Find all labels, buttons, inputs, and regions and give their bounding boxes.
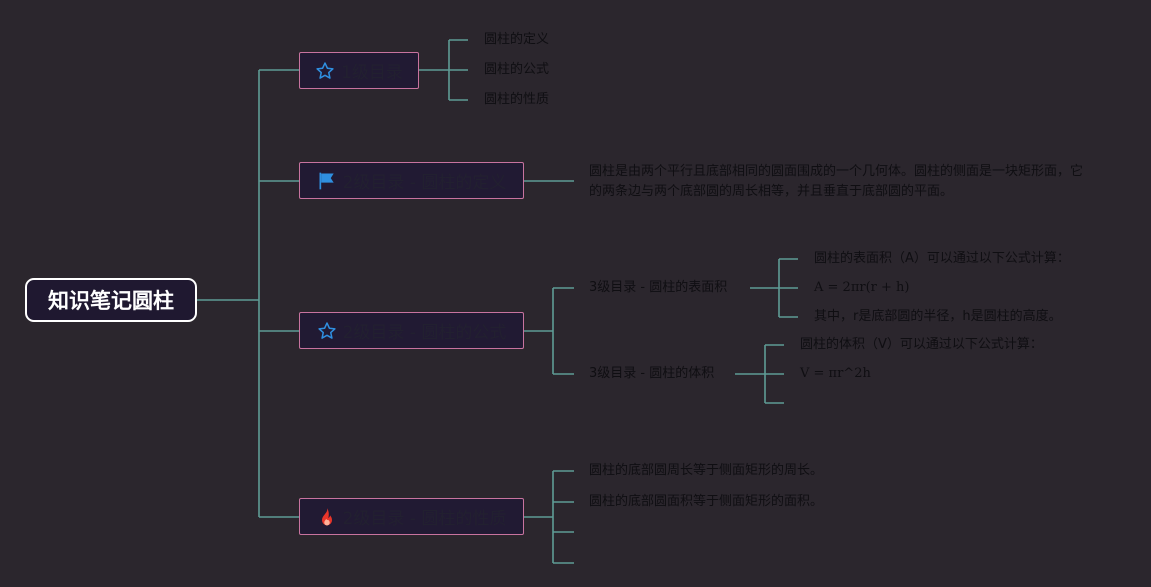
leaf-definition[interactable]: 圆柱的定义 [484, 32, 550, 47]
leaf-formula[interactable]: 圆柱的公式 [484, 62, 550, 77]
topic-label: 2级目录 - 圆柱的公式 [342, 323, 507, 343]
leaf-volume-intro[interactable]: 圆柱的体积（V）可以通过以下公式计算： [800, 337, 1043, 352]
leaf-surface-area-note[interactable]: 其中，r是底部圆的半径，h是圆柱的高度。 [814, 309, 1062, 324]
topic-level1[interactable]: 1级目录 [299, 52, 419, 89]
fire-icon [317, 507, 337, 527]
topic-label: 2级目录 - 圆柱的性质 [342, 509, 507, 529]
star-icon [317, 321, 337, 341]
definition-paragraph[interactable]: 圆柱是由两个平行且底部相同的圆面围成的一个几何体。圆柱的侧面是一块矩形面，它的两… [589, 164, 1084, 199]
topic-label: 1级目录 [341, 63, 403, 83]
leaf-property-area[interactable]: 圆柱的底部圆面积等于侧面矩形的面积。 [589, 494, 824, 509]
root-label: 知识笔记圆柱 [48, 289, 174, 313]
star-icon [315, 61, 335, 81]
topic-formula[interactable]: 2级目录 - 圆柱的公式 [299, 312, 524, 349]
subtopic-surface-area[interactable]: 3级目录 - 圆柱的表面积 [589, 280, 728, 295]
root-node[interactable]: 知识笔记圆柱 [25, 278, 197, 322]
leaf-property-perimeter[interactable]: 圆柱的底部圆周长等于侧面矩形的周长。 [589, 463, 824, 478]
leaf-properties[interactable]: 圆柱的性质 [484, 92, 550, 107]
topic-label: 2级目录 - 圆柱的定义 [342, 173, 507, 193]
leaf-volume-formula[interactable]: V = πr^2h [800, 366, 871, 381]
flag-icon [317, 171, 337, 191]
subtopic-volume[interactable]: 3级目录 - 圆柱的体积 [589, 366, 715, 381]
topic-properties[interactable]: 2级目录 - 圆柱的性质 [299, 498, 524, 535]
leaf-surface-area-formula[interactable]: A = 2πr(r + h) [814, 280, 910, 295]
topic-definition[interactable]: 2级目录 - 圆柱的定义 [299, 162, 524, 199]
leaf-surface-area-intro[interactable]: 圆柱的表面积（A）可以通过以下公式计算： [814, 251, 1070, 266]
